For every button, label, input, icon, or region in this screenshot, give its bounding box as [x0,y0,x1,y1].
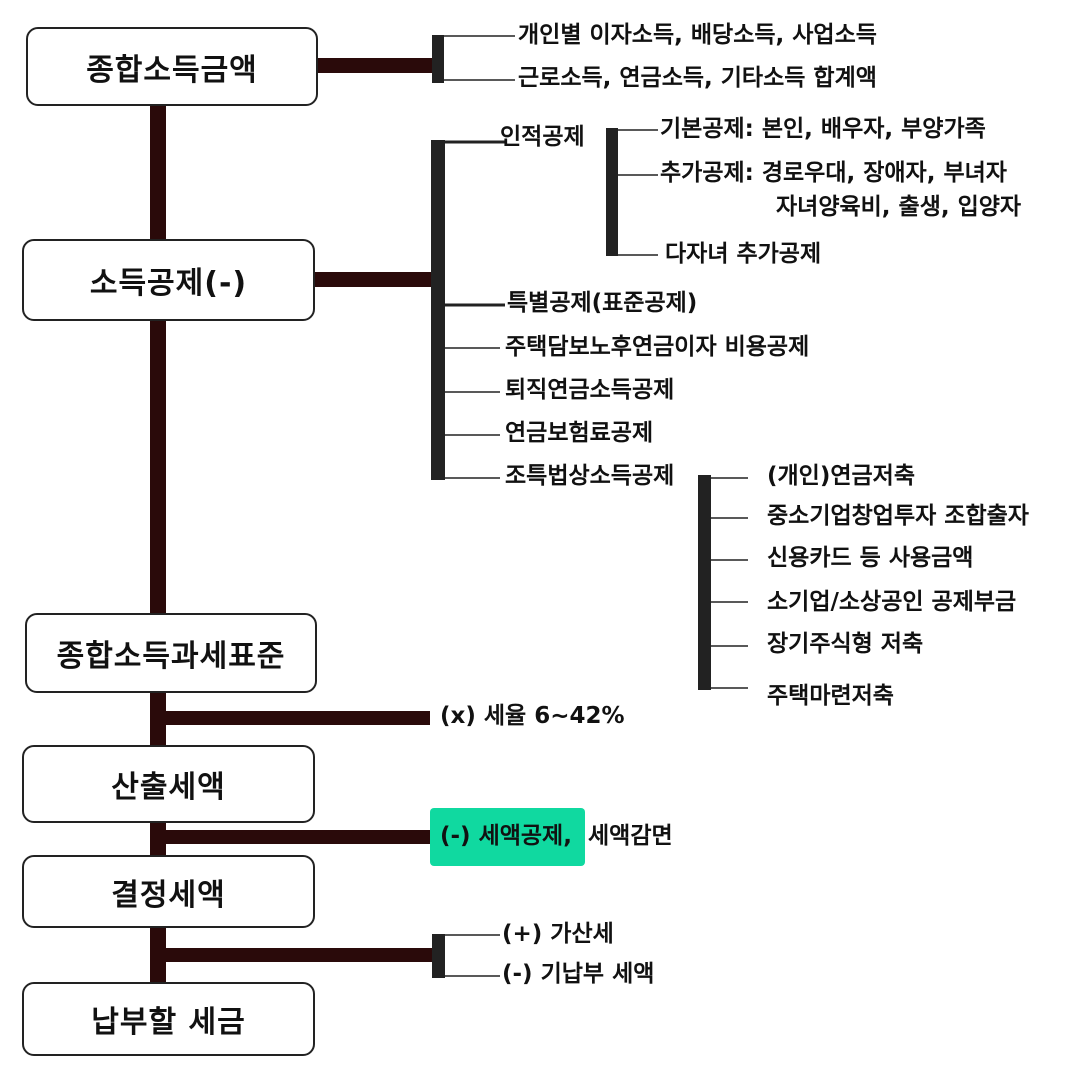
deduction-connector [315,272,435,287]
special-tax-deduction-label: 조특법상소득공제 [505,463,675,489]
additional-deduction-label: 추가공제: 경로우대, 장애자, 부녀자 [660,160,1007,186]
tax-credit-connector [158,830,430,844]
spine-1 [150,100,166,245]
tax-rate-connector [158,711,430,725]
tax-rate-label: (x) 세율 6~42% [440,703,625,729]
personal-bracket [606,128,618,256]
special-tax-item: 주택마련저축 [767,683,894,709]
computed-tax-box: 산출세액 [22,745,315,823]
basic-deduction-label: 기본공제: 본인, 배우자, 부양가족 [660,116,986,142]
prepaid-tax-label: (-) 기납부 세액 [502,961,655,987]
spine-2 [150,315,166,615]
income-connector [315,58,435,73]
personal-deduction-label: 인적공제 [500,124,585,150]
mortgage-deduction-label: 주택담보노후연금이자 비용공제 [505,334,810,360]
tax-credit-highlight [430,808,585,866]
determined-tax-box: 결정세액 [22,855,315,928]
payable-tax-box: 납부할 세금 [22,982,315,1056]
multi-child-deduction-label: 다자녀 추가공제 [665,241,822,267]
deduction-bracket [431,140,445,480]
tax-credit-rest-label: 세액감면 [588,823,673,849]
special-tax-item: (개인)연금저축 [767,463,915,489]
pension-insurance-label: 연금보험료공제 [505,420,654,446]
income-bracket [432,35,444,83]
adjustment-bracket [432,934,445,978]
special-deduction-label: 특별공제(표준공제) [507,290,698,316]
special-tax-item: 중소기업창업투자 조합출자 [767,503,1029,529]
income-line-1: 개인별 이자소득, 배당소득, 사업소득 [518,22,877,48]
tax-credit-highlighted-label: (-) 세액공제, [440,823,572,849]
special-tax-item: 소기업/소상공인 공제부금 [767,589,1017,615]
retirement-deduction-label: 퇴직연금소득공제 [505,377,675,403]
adjustment-connector [158,948,433,962]
total-income-box: 종합소득금액 [26,27,318,106]
additional-deduction-label-2: 자녀양육비, 출생, 입양자 [776,194,1022,220]
income-line-2: 근로소득, 연금소득, 기타소득 합계액 [518,65,877,91]
special-tax-item: 신용카드 등 사용금액 [767,545,974,571]
special-tax-bracket [698,475,711,690]
additional-tax-label: (+) 가산세 [502,921,614,947]
income-deduction-box: 소득공제(-) [22,239,315,321]
special-tax-item: 장기주식형 저축 [767,631,924,657]
tax-base-box: 종합소득과세표준 [25,613,317,693]
